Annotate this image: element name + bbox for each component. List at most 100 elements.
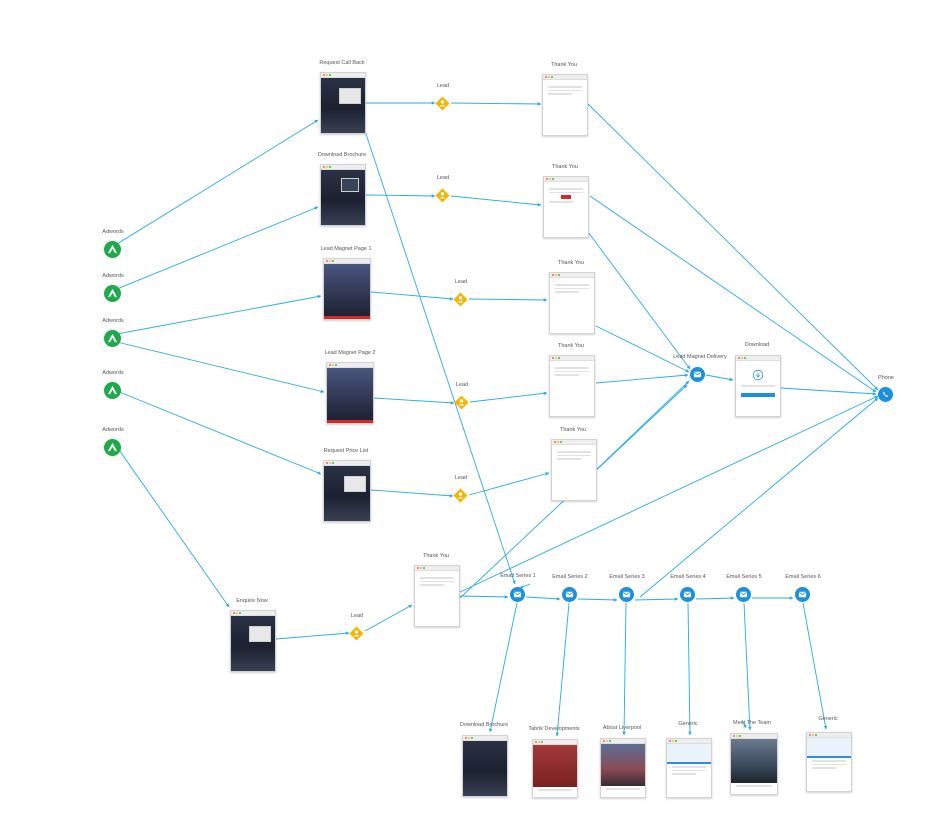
email-series-label-3: Email Series 3 xyxy=(609,574,645,580)
email-series-node-6[interactable] xyxy=(795,587,810,602)
landing-label-enquire-now: Enquire Now xyxy=(236,598,268,604)
adwords-node-4[interactable] xyxy=(104,382,121,399)
lead-icon-4[interactable] xyxy=(454,395,469,410)
thank-you-page-3[interactable] xyxy=(549,272,595,334)
lead-label-3: Lead xyxy=(454,279,468,285)
thank-you-label-1: Thank You xyxy=(551,62,577,68)
download-page[interactable] xyxy=(735,355,781,417)
connector-line xyxy=(595,325,690,373)
lead-icon-6[interactable] xyxy=(349,626,364,641)
phone-node[interactable] xyxy=(878,387,893,402)
lead-label-1: Lead xyxy=(436,83,450,89)
lead-label-2: Lead xyxy=(436,175,450,181)
adwords-node-1[interactable] xyxy=(104,241,121,258)
phone-label: Phone xyxy=(878,375,894,381)
thank-you-label-6: Thank You xyxy=(423,553,449,559)
connector-lines xyxy=(116,101,879,737)
lead-label-4: Lead xyxy=(455,382,469,388)
thank-you-label-5: Thank You xyxy=(560,427,586,433)
download-label: Download xyxy=(744,342,770,348)
email-series-node-2[interactable] xyxy=(562,587,577,602)
adwords-icon xyxy=(107,333,118,343)
content-page-generic-2[interactable] xyxy=(806,732,852,792)
landing-page-request-call-back[interactable] xyxy=(320,72,366,134)
adwords-label-5: Adwords xyxy=(102,427,124,433)
thank-you-label-4: Thank You xyxy=(558,343,584,349)
landing-page-download-brochure[interactable] xyxy=(320,164,366,226)
landing-label-request-price-list: Request Price List xyxy=(323,448,369,454)
connector-line xyxy=(116,119,319,245)
lead-magnet-delivery-label: Lead Magnet Delivery xyxy=(673,354,727,360)
connector-line xyxy=(589,195,877,393)
connector-line xyxy=(634,597,679,601)
connector-line xyxy=(622,602,627,736)
email-series-label-2: Email Series 2 xyxy=(552,574,588,580)
connector-line xyxy=(116,446,230,608)
adwords-node-3[interactable] xyxy=(104,330,121,347)
content-page-tabrik[interactable] xyxy=(532,739,578,798)
lead-icon-5[interactable] xyxy=(453,488,468,503)
adwords-node-5[interactable] xyxy=(104,439,121,456)
phone-icon xyxy=(883,391,889,397)
email-icon xyxy=(622,591,631,598)
content-page-liverpool[interactable] xyxy=(600,738,646,798)
connector-line xyxy=(469,391,548,403)
adwords-icon xyxy=(107,244,118,254)
connector-line xyxy=(116,390,322,475)
email-icon xyxy=(513,591,522,598)
connector-line xyxy=(780,387,877,396)
lead-label-5: Lead xyxy=(454,475,468,481)
connector-line xyxy=(363,127,516,585)
connector-line xyxy=(525,596,561,601)
email-series-label-4: Email Series 4 xyxy=(670,574,706,580)
landing-page-lead-magnet-1[interactable] xyxy=(323,258,371,320)
lead-magnet-delivery-node[interactable] xyxy=(690,367,705,382)
adwords-label-2: Adwords xyxy=(102,273,124,279)
email-series-node-5[interactable] xyxy=(736,587,751,602)
connector-line xyxy=(743,602,752,731)
content-label-download-brochure: Download Brochure xyxy=(459,722,509,728)
landing-page-request-price-list[interactable] xyxy=(323,460,371,522)
content-label-team: Meet The Team xyxy=(732,720,772,726)
thank-you-page-5[interactable] xyxy=(551,439,597,501)
connector-line xyxy=(459,595,509,599)
adwords-icon xyxy=(107,385,118,395)
email-series-node-1[interactable] xyxy=(510,587,525,602)
connector-line xyxy=(577,598,618,602)
connector-line xyxy=(450,102,542,106)
connector-line xyxy=(587,103,879,391)
adwords-label-4: Adwords xyxy=(102,370,124,376)
cloud-download-icon xyxy=(752,369,764,381)
email-series-node-3[interactable] xyxy=(619,587,634,602)
email-icon xyxy=(798,591,807,598)
adwords-node-2[interactable] xyxy=(104,285,121,302)
lead-icon-2[interactable] xyxy=(435,188,450,203)
landing-label-lead-magnet-2: Lead Magnet Page 2 xyxy=(324,350,376,356)
landing-label-request-call-back: Request Call Back xyxy=(319,60,365,66)
thank-you-page-4[interactable] xyxy=(549,355,595,417)
content-page-generic-1[interactable] xyxy=(666,738,712,798)
lead-icon-1[interactable] xyxy=(435,96,450,111)
connector-line xyxy=(116,341,325,393)
connector-line xyxy=(116,206,319,290)
thank-you-page-1[interactable] xyxy=(542,74,588,136)
lead-icon-3[interactable] xyxy=(453,292,468,307)
landing-page-enquire-now[interactable] xyxy=(230,610,276,672)
adwords-label-3: Adwords xyxy=(102,318,124,324)
content-page-team[interactable] xyxy=(730,733,778,795)
connector-line xyxy=(595,373,689,384)
connector-line xyxy=(450,195,542,207)
connector-line xyxy=(705,374,734,382)
content-label-generic-1: Generic xyxy=(678,721,698,727)
connector-line xyxy=(275,631,350,640)
adwords-label-1: Adwords xyxy=(102,229,124,235)
thank-you-label-3: Thank You xyxy=(558,260,584,266)
landing-label-download-brochure: Download Brochure xyxy=(317,152,367,158)
email-series-node-4[interactable] xyxy=(680,587,695,602)
email-icon xyxy=(739,591,748,598)
thank-you-page-6[interactable] xyxy=(414,565,460,627)
thank-you-page-2[interactable] xyxy=(543,176,589,238)
landing-page-lead-magnet-2[interactable] xyxy=(326,362,374,424)
content-page-download-brochure[interactable] xyxy=(462,735,508,797)
connector-line xyxy=(116,294,322,335)
